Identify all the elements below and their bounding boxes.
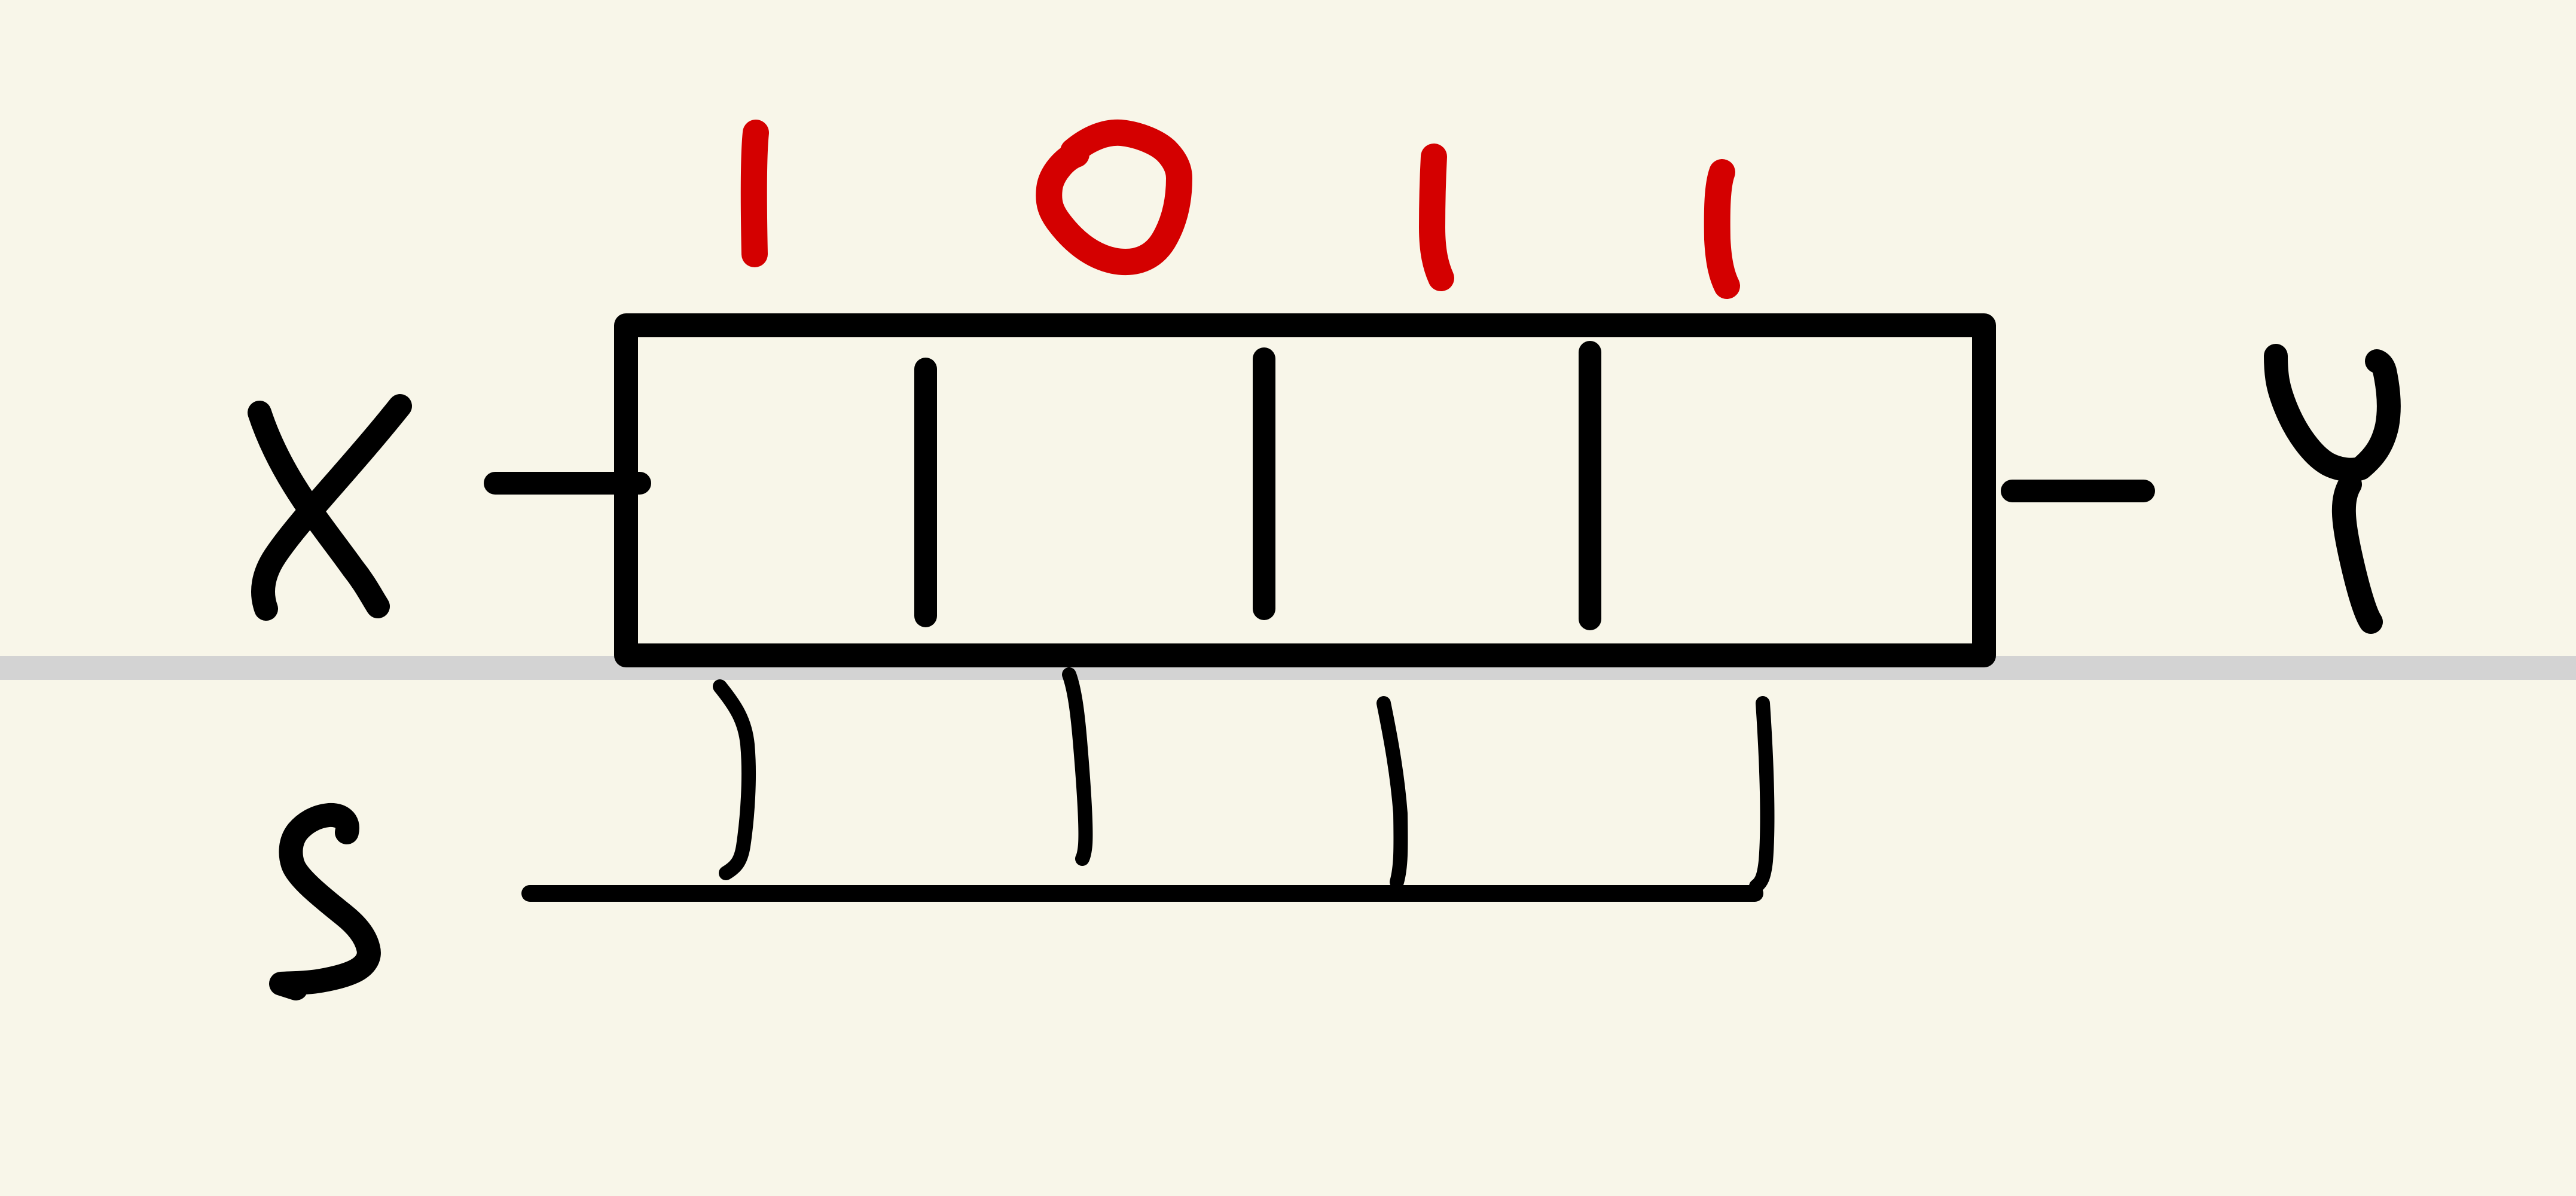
bit-value-2: 0 <box>1036 119 1192 276</box>
clock-signal: s <box>269 667 1775 1000</box>
svg-text:y: y <box>2326 514 2327 515</box>
clock-tap-4 <box>1749 696 1775 893</box>
bit-value-4: 1 <box>1704 159 1740 299</box>
shift-register <box>614 313 1996 667</box>
bit-value-3: 1 <box>1419 144 1454 291</box>
input-label: x <box>248 394 412 621</box>
clock-tap-2 <box>1062 667 1093 866</box>
clock-tap-3 <box>1376 696 1408 889</box>
input-side: x <box>248 394 651 621</box>
output-side: y <box>2001 344 2401 634</box>
register-outline <box>614 313 1996 667</box>
bit-value-1: 1 <box>740 120 769 267</box>
svg-text:x: x <box>281 514 282 515</box>
clock-tap-1 <box>713 679 756 880</box>
bit-values: 1 0 1 1 <box>740 119 1740 299</box>
svg-text:0: 0 <box>1118 203 1119 204</box>
clock-label: s <box>269 803 381 1000</box>
output-label: y <box>2264 344 2401 634</box>
